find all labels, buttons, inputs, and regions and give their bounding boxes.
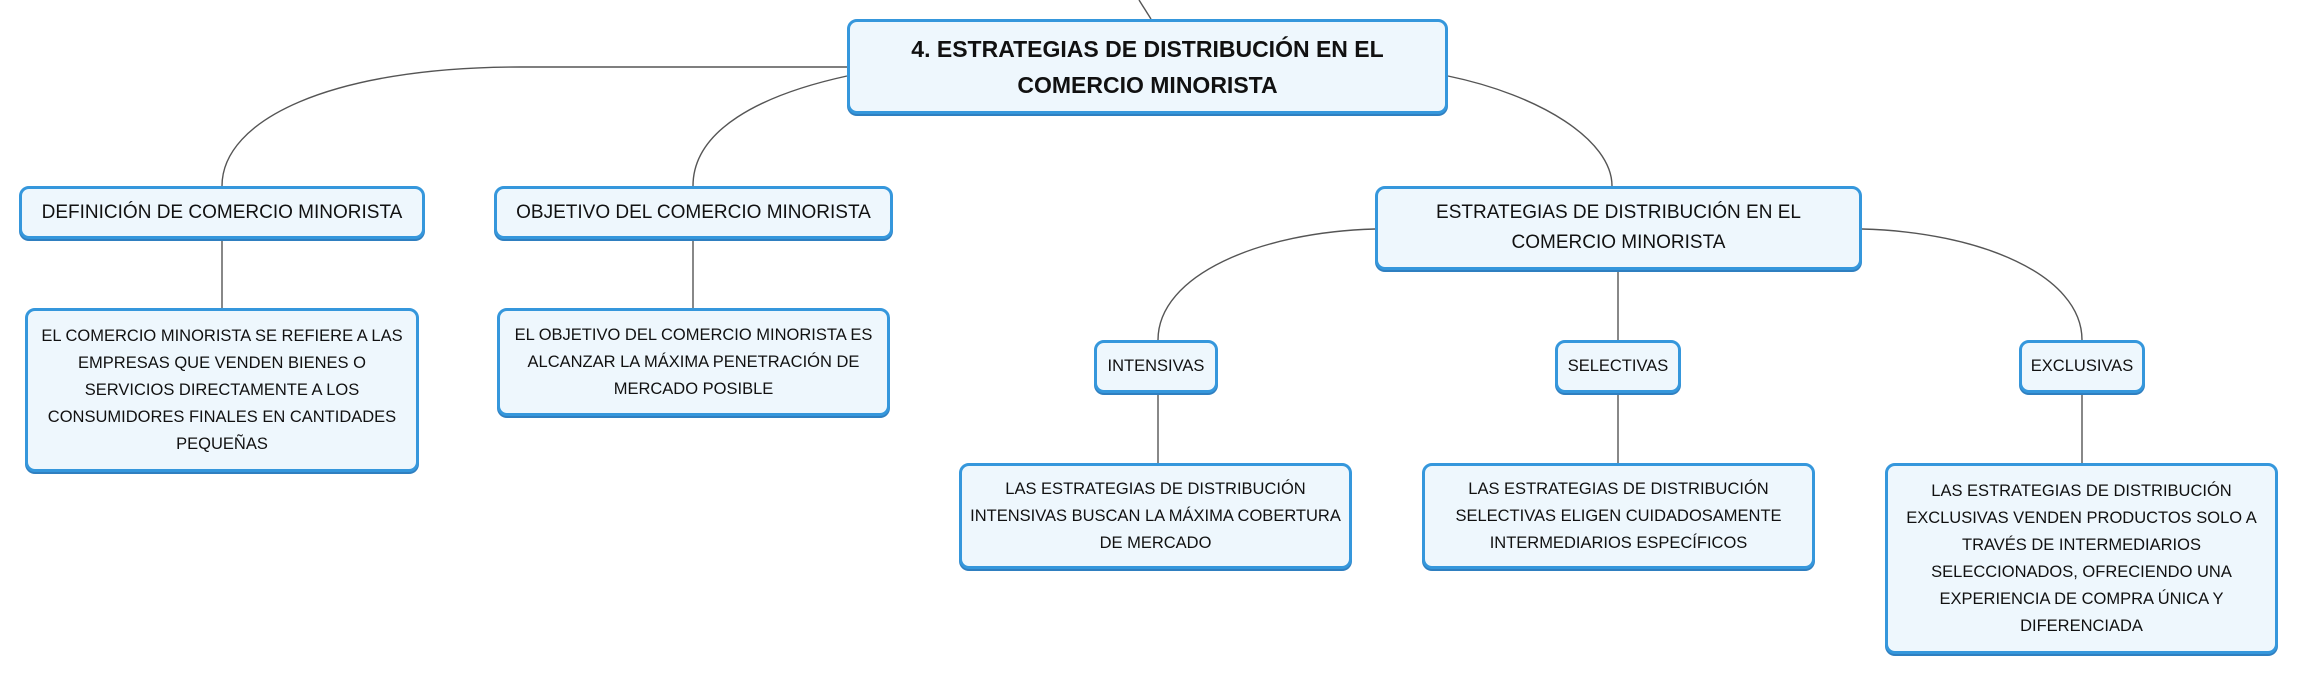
- subtopic-label: INTENSIVAS: [1107, 357, 1205, 375]
- topic-definicion[interactable]: DEFINICIÓN DE COMERCIO MINORISTA: [19, 186, 425, 239]
- connector-root-objetivo: [692, 75, 848, 187]
- intensivas-detail[interactable]: LAS ESTRATEGIAS DE DISTRIBUCIÓN INTENSIV…: [959, 463, 1352, 569]
- connector-estrategias-exclusivas: [1861, 228, 2083, 341]
- detail-text: LAS ESTRATEGIAS DE DISTRIBUCIÓN EXCLUSIV…: [1906, 481, 2257, 635]
- subtopic-intensivas[interactable]: INTENSIVAS: [1094, 340, 1218, 393]
- connector-root-definicion: [221, 66, 847, 187]
- subtopic-exclusivas[interactable]: EXCLUSIVAS: [2019, 340, 2145, 393]
- definicion-detail[interactable]: EL COMERCIO MINORISTA SE REFIERE A LAS E…: [25, 308, 419, 472]
- subtopic-label: SELECTIVAS: [1567, 357, 1669, 375]
- detail-text: LAS ESTRATEGIAS DE DISTRIBUCIÓN SELECTIV…: [1455, 479, 1782, 552]
- connector-estrategias-intensivas: [1157, 228, 1376, 341]
- objetivo-detail[interactable]: EL OBJETIVO DEL COMERCIO MINORISTA ES AL…: [497, 308, 890, 416]
- exclusivas-detail[interactable]: LAS ESTRATEGIAS DE DISTRIBUCIÓN EXCLUSIV…: [1885, 463, 2278, 654]
- detail-text: EL COMERCIO MINORISTA SE REFIERE A LAS E…: [41, 326, 403, 453]
- subtopic-label: EXCLUSIVAS: [2030, 357, 2134, 375]
- topic-estrategias[interactable]: ESTRATEGIAS DE DISTRIBUCIÓN EN EL COMERC…: [1375, 186, 1862, 270]
- topic-label: ESTRATEGIAS DE DISTRIBUCIÓN EN EL COMERC…: [1436, 202, 1801, 253]
- connector-root-estrategias: [1447, 75, 1613, 187]
- topic-label: OBJETIVO DEL COMERCIO MINORISTA: [516, 201, 871, 223]
- topic-label: DEFINICIÓN DE COMERCIO MINORISTA: [41, 201, 403, 223]
- root-topic[interactable]: 4. ESTRATEGIAS DE DISTRIBUCIÓN EN EL COM…: [847, 19, 1448, 114]
- detail-text: EL OBJETIVO DEL COMERCIO MINORISTA ES AL…: [514, 325, 873, 398]
- subtopic-selectivas[interactable]: SELECTIVAS: [1555, 340, 1681, 393]
- detail-text: LAS ESTRATEGIAS DE DISTRIBUCIÓN INTENSIV…: [970, 479, 1341, 552]
- topic-objetivo[interactable]: OBJETIVO DEL COMERCIO MINORISTA: [494, 186, 893, 239]
- connector-parent-root: [1138, 0, 1152, 20]
- selectivas-detail[interactable]: LAS ESTRATEGIAS DE DISTRIBUCIÓN SELECTIV…: [1422, 463, 1815, 569]
- root-topic-label: 4. ESTRATEGIAS DE DISTRIBUCIÓN EN EL COM…: [911, 35, 1384, 98]
